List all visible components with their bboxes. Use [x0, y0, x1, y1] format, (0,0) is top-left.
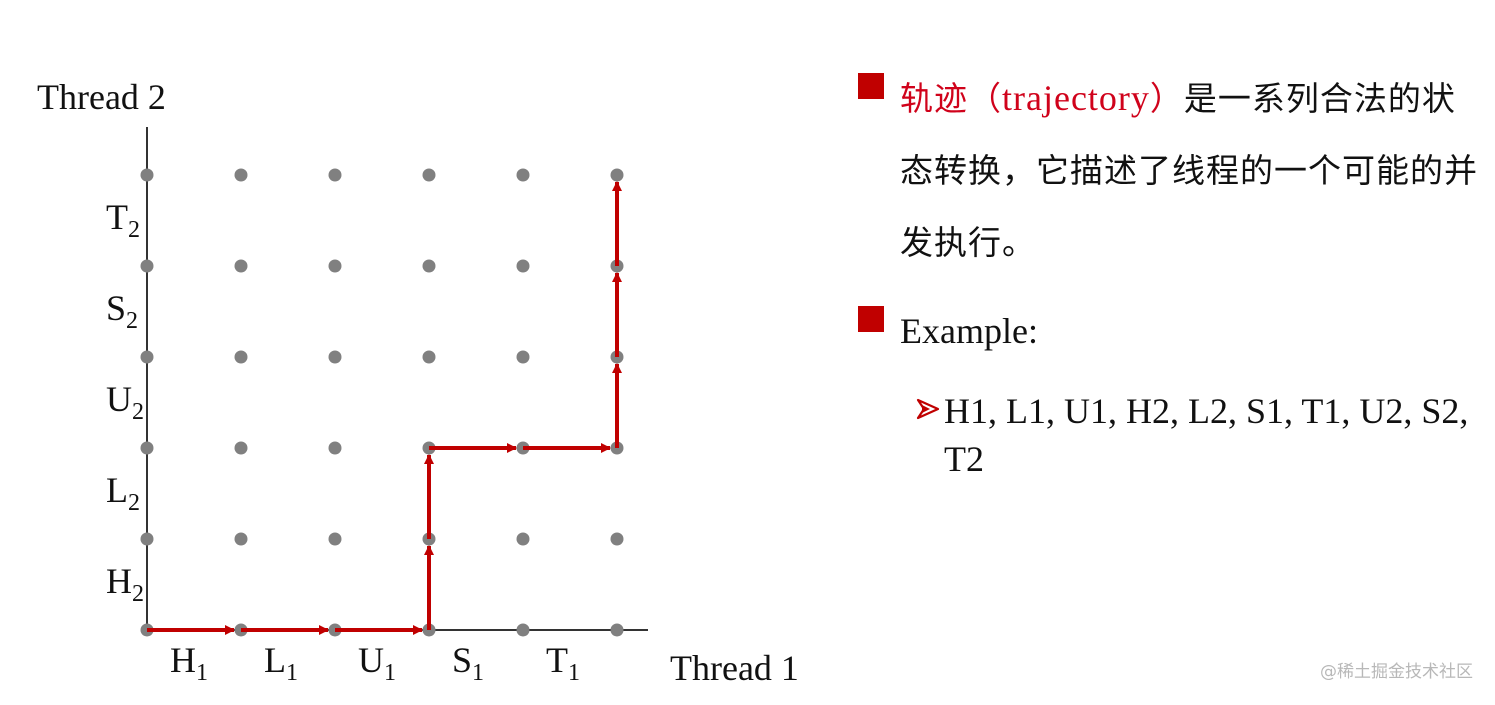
state-dot [328, 350, 342, 364]
example-label: Example: [900, 311, 1038, 351]
x-tick-label: H1 [170, 640, 208, 685]
state-dot [140, 168, 154, 182]
definition-term: trajectory [1002, 78, 1150, 118]
example-sequence-item: H1, L1, U1, H2, L2, S1, T1, U2, S2, T2 [856, 387, 1486, 483]
state-dot [234, 259, 248, 273]
y-tick-label: L2 [106, 469, 140, 515]
state-dot [422, 168, 436, 182]
x-tick-label: L1 [264, 640, 298, 685]
state-dot [610, 532, 624, 546]
state-dot [328, 532, 342, 546]
tick-letter: H [106, 560, 132, 601]
tick-subscript: 1 [286, 660, 298, 686]
tick-subscript: 1 [196, 660, 208, 686]
y-tick-label: H2 [106, 560, 144, 606]
tick-subscript: 2 [128, 216, 140, 243]
watermark: @稀土掘金技术社区 [1320, 662, 1473, 682]
explanation-panel: 轨迹（trajectory）是一系列合法的状态转换，它描述了线程的一个可能的并发… [856, 73, 1486, 483]
arrow-bullet-icon [916, 398, 940, 420]
example-sequence: H1, L1, U1, H2, L2, S1, T1, U2, S2, T2 [944, 391, 1469, 479]
state-dot [140, 441, 154, 455]
definition-suffix: ） [1149, 79, 1184, 118]
state-dot [516, 350, 530, 364]
state-dot [422, 350, 436, 364]
state-dot [328, 441, 342, 455]
tick-subscript: 2 [132, 580, 144, 607]
y-axis-title: Thread 2 [37, 77, 166, 117]
state-dot [234, 350, 248, 364]
tick-letter: S [452, 640, 473, 680]
definition-prefix: 轨迹（ [900, 79, 1002, 118]
diagram-canvas [140, 127, 648, 637]
state-dot [516, 168, 530, 182]
tick-subscript: 2 [132, 398, 144, 425]
state-dot [516, 532, 530, 546]
tick-letter: U [106, 378, 132, 419]
square-bullet-icon [858, 306, 884, 332]
x-tick-label: S1 [452, 640, 484, 685]
state-dot [234, 168, 248, 182]
tick-subscript: 2 [128, 489, 140, 516]
state-dot [328, 259, 342, 273]
tick-subscript: 1 [384, 660, 396, 686]
tick-subscript: 1 [568, 660, 580, 686]
tick-letter: H [170, 640, 196, 680]
definition-body: 是一系列合法的状态转换，它描述了线程的一个可能的并发执行。 [900, 79, 1478, 262]
state-dot [140, 350, 154, 364]
state-dot [234, 532, 248, 546]
tick-letter: S [106, 287, 127, 328]
tick-letter: T [546, 640, 568, 680]
bullet-example: Example: [856, 295, 1486, 367]
definition-text: 轨迹（trajectory）是一系列合法的状态转换，它描述了线程的一个可能的并发… [900, 62, 1486, 279]
bullet-trajectory-definition: 轨迹（trajectory）是一系列合法的状态转换，它描述了线程的一个可能的并发… [856, 62, 1486, 279]
tick-letter: U [358, 640, 384, 680]
x-axis-title: Thread 1 [670, 648, 799, 688]
tick-subscript: 2 [126, 307, 139, 334]
y-tick-label: U2 [106, 378, 144, 424]
tick-letter: L [106, 469, 128, 510]
tick-letter: T [106, 196, 128, 237]
x-tick-label: T1 [546, 640, 580, 685]
state-dot [140, 259, 154, 273]
x-tick-label: U1 [358, 640, 396, 685]
state-dot [140, 532, 154, 546]
y-tick-label: S2 [106, 287, 138, 333]
state-dot [610, 168, 624, 182]
state-dot [328, 168, 342, 182]
state-dot [610, 623, 624, 637]
state-dot [234, 441, 248, 455]
state-dot [516, 623, 530, 637]
tick-letter: L [264, 640, 286, 680]
square-bullet-icon [858, 73, 884, 99]
tick-subscript: 1 [472, 660, 485, 686]
state-dot [516, 259, 530, 273]
state-dot [422, 259, 436, 273]
y-tick-label: T2 [106, 196, 140, 242]
